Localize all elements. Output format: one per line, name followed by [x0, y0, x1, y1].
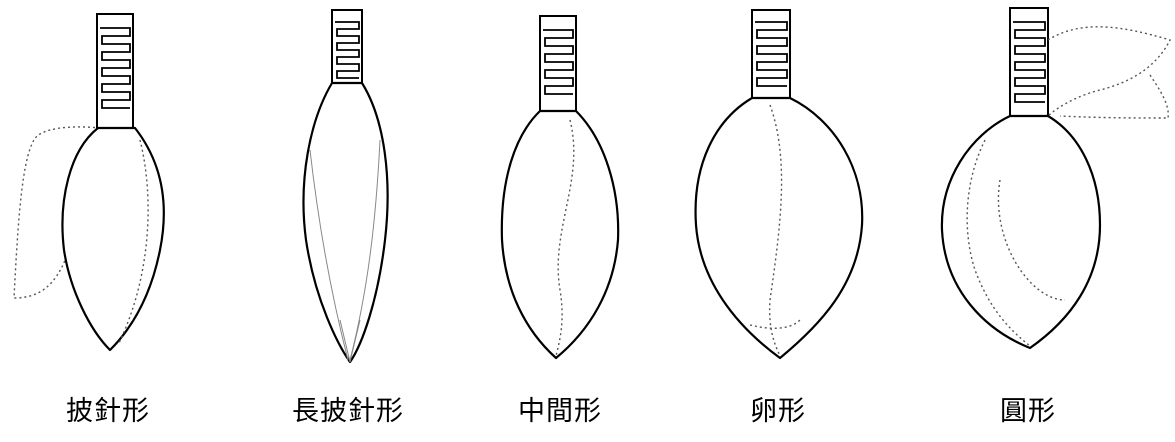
bud-round: [942, 8, 1170, 348]
label-ovate: 卵形: [750, 392, 806, 432]
label-lanceolate: 披針形: [66, 392, 150, 432]
label-round: 圓形: [1000, 392, 1056, 432]
bud-ovate: [696, 10, 863, 358]
bud-lanceolate: [14, 14, 164, 350]
label-intermediate: 中間形: [518, 392, 602, 432]
bud-intermediate: [502, 16, 618, 358]
bud-long-lanceolate: [304, 10, 388, 362]
label-long-lanceolate: 長披針形: [292, 392, 404, 432]
